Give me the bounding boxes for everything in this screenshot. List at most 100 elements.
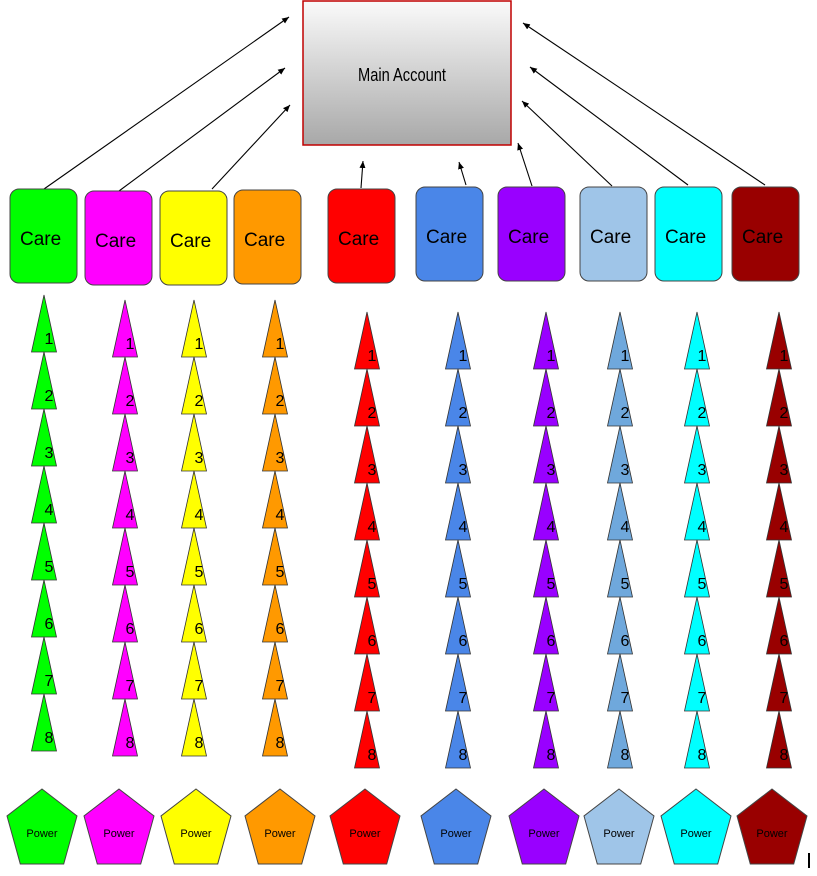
care-box: Care bbox=[9, 188, 78, 284]
triangle-item: 8 bbox=[354, 710, 380, 769]
power-label: Power bbox=[756, 828, 788, 840]
triangle-item: 8 bbox=[445, 710, 471, 769]
triangle-item: 8 bbox=[181, 698, 207, 757]
triangle-item: 6 bbox=[31, 579, 57, 638]
power-pentagon-shape bbox=[420, 788, 492, 865]
triangle-number: 4 bbox=[459, 519, 468, 536]
triangle-number: 3 bbox=[621, 462, 630, 479]
triangle-number: 1 bbox=[195, 336, 204, 353]
care-box-shape bbox=[327, 188, 396, 284]
triangle-number: 6 bbox=[195, 621, 204, 638]
care-label: Care bbox=[742, 227, 783, 248]
triangle-item: 2 bbox=[181, 356, 207, 415]
power-pentagon: Power bbox=[329, 788, 401, 865]
triangle-number: 8 bbox=[780, 747, 789, 764]
power-pentagon: Power bbox=[6, 788, 78, 865]
care-box: Care bbox=[415, 186, 484, 282]
triangle-item: 4 bbox=[766, 482, 792, 541]
power-pentagon-shape bbox=[660, 788, 732, 865]
care-box: Care bbox=[233, 189, 302, 285]
power-pentagon: Power bbox=[420, 788, 492, 865]
triangle-number: 4 bbox=[195, 507, 204, 524]
care-label: Care bbox=[338, 229, 379, 250]
triangle-item: 6 bbox=[607, 596, 633, 655]
triangle-number: 3 bbox=[276, 450, 285, 467]
triangle-number: 5 bbox=[195, 564, 204, 581]
triangle-number: 3 bbox=[698, 462, 707, 479]
triangle-item: 3 bbox=[112, 413, 138, 472]
triangle-item: 1 bbox=[354, 311, 380, 370]
triangle-item: 2 bbox=[766, 368, 792, 427]
power-label: Power bbox=[440, 828, 472, 840]
arrow-to-main-account bbox=[359, 160, 366, 189]
triangle-item: 7 bbox=[112, 641, 138, 700]
triangle-item: 7 bbox=[181, 641, 207, 700]
power-pentagon-shape bbox=[83, 788, 155, 865]
care-label: Care bbox=[665, 227, 706, 248]
triangle-number: 6 bbox=[698, 633, 707, 650]
triangle-number: 7 bbox=[698, 690, 707, 707]
care-box-shape bbox=[415, 186, 484, 282]
triangle-item: 7 bbox=[533, 653, 559, 712]
power-label: Power bbox=[26, 828, 58, 840]
triangle-number: 4 bbox=[698, 519, 707, 536]
triangle-item: 6 bbox=[766, 596, 792, 655]
triangle-number: 6 bbox=[621, 633, 630, 650]
triangle-number: 1 bbox=[621, 348, 630, 365]
triangle-item: 5 bbox=[262, 527, 288, 586]
triangle-item: 5 bbox=[112, 527, 138, 586]
triangle-item: 7 bbox=[445, 653, 471, 712]
triangle-item: 3 bbox=[533, 425, 559, 484]
triangle-shape bbox=[354, 710, 380, 769]
triangle-number: 2 bbox=[368, 405, 377, 422]
triangle-number: 8 bbox=[276, 735, 285, 752]
triangle-item: 1 bbox=[262, 299, 288, 358]
triangle-item: 1 bbox=[181, 299, 207, 358]
triangle-number: 5 bbox=[780, 576, 789, 593]
power-pentagon-shape bbox=[736, 788, 808, 865]
triangle-number: 3 bbox=[780, 462, 789, 479]
triangle-number: 5 bbox=[126, 564, 135, 581]
triangle-number: 2 bbox=[276, 393, 285, 410]
triangle-shape bbox=[262, 698, 288, 757]
triangle-number: 4 bbox=[547, 519, 556, 536]
triangle-item: 1 bbox=[445, 311, 471, 370]
power-label: Power bbox=[103, 828, 135, 840]
power-pentagon-shape bbox=[244, 788, 316, 865]
triangle-item: 5 bbox=[354, 539, 380, 598]
triangle-number: 5 bbox=[459, 576, 468, 593]
triangle-number: 1 bbox=[547, 348, 556, 365]
triangle-number: 7 bbox=[621, 690, 630, 707]
triangle-item: 5 bbox=[445, 539, 471, 598]
triangle-item: 3 bbox=[181, 413, 207, 472]
power-label: Power bbox=[603, 828, 635, 840]
power-pentagon: Power bbox=[736, 788, 808, 865]
triangle-number: 1 bbox=[126, 336, 135, 353]
triangle-number: 3 bbox=[126, 450, 135, 467]
triangle-number: 4 bbox=[126, 507, 135, 524]
triangle-item: 7 bbox=[354, 653, 380, 712]
care-box-shape bbox=[579, 186, 648, 282]
triangle-item: 1 bbox=[31, 294, 57, 353]
triangle-number: 1 bbox=[45, 331, 54, 348]
triangle-item: 3 bbox=[766, 425, 792, 484]
care-box-shape bbox=[497, 186, 566, 282]
power-label: Power bbox=[349, 828, 381, 840]
triangle-shape bbox=[684, 710, 710, 769]
triangle-number: 2 bbox=[547, 405, 556, 422]
triangle-item: 7 bbox=[684, 653, 710, 712]
triangle-number: 2 bbox=[45, 388, 54, 405]
main-account-label: Main Account bbox=[358, 65, 446, 85]
triangle-number: 7 bbox=[126, 678, 135, 695]
care-box: Care bbox=[579, 186, 648, 282]
care-label: Care bbox=[590, 227, 631, 248]
triangle-item: 4 bbox=[607, 482, 633, 541]
triangle-item: 4 bbox=[445, 482, 471, 541]
triangle-item: 7 bbox=[766, 653, 792, 712]
triangle-number: 7 bbox=[195, 678, 204, 695]
care-box-shape bbox=[159, 190, 228, 286]
triangle-item: 6 bbox=[445, 596, 471, 655]
triangle-item: 2 bbox=[607, 368, 633, 427]
